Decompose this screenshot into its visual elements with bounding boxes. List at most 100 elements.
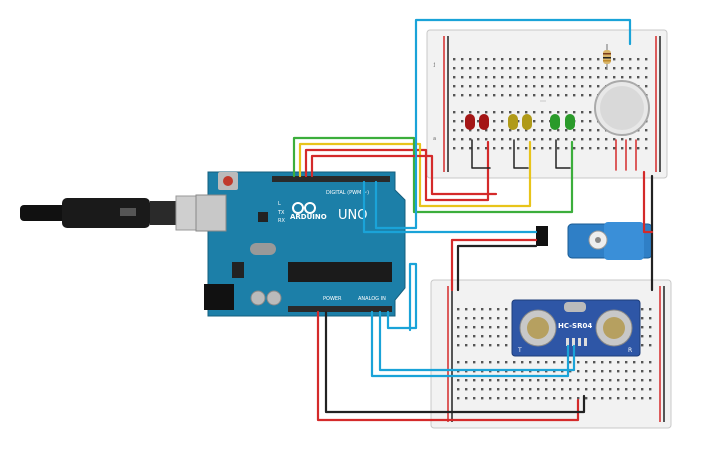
breadboard-hole xyxy=(561,388,564,391)
breadboard-hole xyxy=(613,147,616,150)
breadboard-hole xyxy=(533,138,536,141)
breadboard-hole xyxy=(637,147,640,150)
breadboard-hole xyxy=(605,76,608,79)
breadboard-hole xyxy=(489,361,492,364)
breadboard-hole xyxy=(637,76,640,79)
breadboard-hole xyxy=(501,147,504,150)
breadboard-hole xyxy=(521,379,524,382)
breadboard-hole xyxy=(517,76,520,79)
breadboard-hole xyxy=(501,76,504,79)
breadboard-hole xyxy=(621,147,624,150)
analog-header-label: ANALOG IN xyxy=(358,296,386,302)
breadboard-hole xyxy=(497,379,500,382)
breadboard-hole xyxy=(565,147,568,150)
breadboard-hole xyxy=(457,397,460,400)
breadboard-hole xyxy=(505,361,508,364)
breadboard-hole xyxy=(477,111,480,114)
center-channel xyxy=(540,100,546,102)
breadboard-hole xyxy=(517,58,520,61)
wire-black-servo xyxy=(456,244,538,292)
breadboard-hole xyxy=(541,138,544,141)
breadboard-hole xyxy=(525,147,528,150)
breadboard-hole xyxy=(545,370,548,373)
breadboard-hole xyxy=(485,129,488,132)
led-l-label: L xyxy=(278,201,281,207)
servo-connector xyxy=(536,226,548,246)
breadboard-hole xyxy=(621,76,624,79)
breadboard-hole xyxy=(609,361,612,364)
breadboard-hole xyxy=(493,147,496,150)
breadboard-hole xyxy=(593,379,596,382)
breadboard-hole xyxy=(549,67,552,70)
breadboard-hole xyxy=(465,379,468,382)
breadboard-hole xyxy=(465,335,468,338)
hcsr04-crystal xyxy=(564,302,586,312)
breadboard-hole xyxy=(489,388,492,391)
breadboard-hole xyxy=(453,58,456,61)
breadboard-hole xyxy=(533,67,536,70)
breadboard-hole xyxy=(465,370,468,373)
breadboard-hole xyxy=(485,76,488,79)
breadboard-hole xyxy=(529,388,532,391)
breadboard-hole xyxy=(501,120,504,123)
led xyxy=(479,114,489,130)
breadboard-hole xyxy=(469,94,472,97)
breadboard-hole xyxy=(497,397,500,400)
breadboard-hole xyxy=(585,370,588,373)
breadboard-hole xyxy=(477,120,480,123)
breadboard-hole xyxy=(473,397,476,400)
led-ground-wire xyxy=(555,139,571,169)
breadboard-hole xyxy=(593,388,596,391)
breadboard-hole xyxy=(489,397,492,400)
breadboard-hole xyxy=(469,129,472,132)
breadboard-hole xyxy=(585,388,588,391)
breadboard-hole xyxy=(533,147,536,150)
breadboard-hole xyxy=(573,67,576,70)
breadboard-hole xyxy=(465,308,468,311)
breadboard-hole xyxy=(497,335,500,338)
breadboard-hole xyxy=(509,76,512,79)
breadboard-hole xyxy=(601,361,604,364)
breadboard-hole xyxy=(493,85,496,88)
breadboard-hole xyxy=(613,67,616,70)
wire-blue-echo xyxy=(378,310,576,372)
breadboard-hole xyxy=(481,326,484,329)
breadboard-hole xyxy=(541,94,544,97)
breadboard-hole xyxy=(457,388,460,391)
breadboard-hole xyxy=(505,308,508,311)
breadboard-hole xyxy=(637,67,640,70)
breadboard-hole xyxy=(633,397,636,400)
breadboard-hole xyxy=(561,379,564,382)
breadboard-hole xyxy=(505,397,508,400)
breadboard-hole xyxy=(529,370,532,373)
usb-plug-body xyxy=(62,198,150,228)
breadboard-hole xyxy=(545,379,548,382)
breadboard-hole xyxy=(581,58,584,61)
breadboard-hole xyxy=(625,388,628,391)
breadboard-hole xyxy=(625,370,628,373)
breadboard-hole xyxy=(477,147,480,150)
breadboard-hole xyxy=(469,138,472,141)
breadboard-hole xyxy=(549,111,552,114)
breadboard-hole xyxy=(497,370,500,373)
reset-button[interactable] xyxy=(223,176,233,186)
breadboard-hole xyxy=(629,138,632,141)
breadboard-hole xyxy=(541,58,544,61)
breadboard-hole xyxy=(453,111,456,114)
breadboard-hole xyxy=(493,94,496,97)
breadboard-hole xyxy=(493,138,496,141)
breadboard-hole xyxy=(625,397,628,400)
breadboard-hole xyxy=(509,58,512,61)
breadboard-hole xyxy=(457,379,460,382)
breadboard-hole xyxy=(513,388,516,391)
breadboard-hole xyxy=(525,94,528,97)
breadboard-hole xyxy=(517,67,520,70)
voltage-regulator xyxy=(232,262,244,278)
breadboard-hole xyxy=(541,85,544,88)
usb-b-port xyxy=(195,194,227,232)
breadboard-hole xyxy=(501,94,504,97)
breadboard-hole xyxy=(577,379,580,382)
breadboard-hole xyxy=(533,129,536,132)
breadboard-hole xyxy=(469,76,472,79)
led xyxy=(522,114,532,130)
